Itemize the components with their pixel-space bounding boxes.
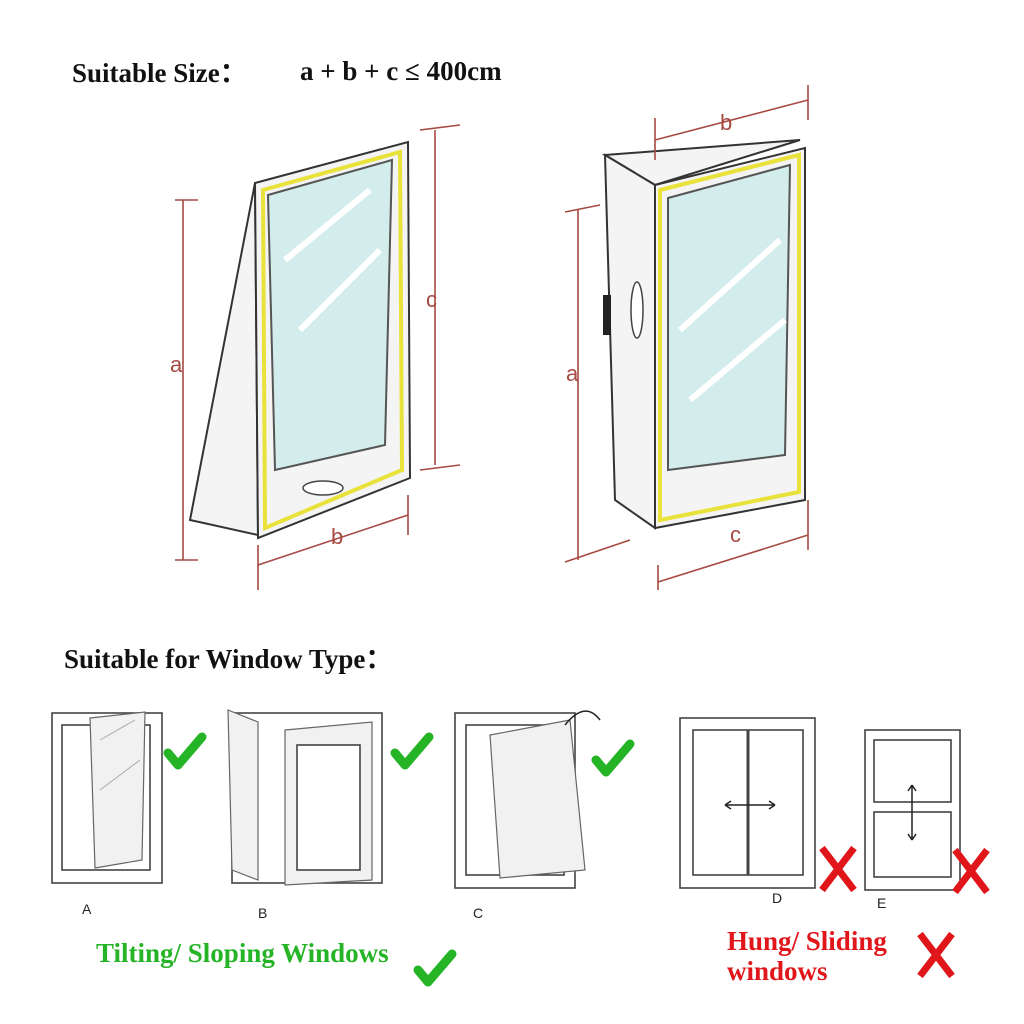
- dimension-b-label: b: [720, 110, 732, 135]
- window-label-e: E: [877, 895, 886, 911]
- unsuitable-caption-line1: Hung/ Sliding: [727, 926, 887, 956]
- window-type-a: A: [51, 711, 202, 917]
- dimension-c-label: c: [730, 522, 741, 547]
- unsuitable-caption-line2: windows: [727, 956, 828, 986]
- size-formula: a + b + c ≤ 400cm: [300, 56, 502, 86]
- window-type-d: D: [679, 717, 854, 906]
- window-label-b: B: [258, 905, 267, 921]
- dimension-a-label: a: [170, 352, 183, 377]
- type-heading: Suitable for Window Type：: [64, 644, 392, 674]
- glass-pane: [667, 163, 792, 472]
- side-panel: [603, 153, 656, 530]
- check-icon: [168, 737, 202, 765]
- dimension-b-label: b: [331, 524, 343, 549]
- cross-icon: [822, 848, 854, 890]
- cross-icon: [920, 934, 952, 976]
- check-icon: [395, 737, 429, 765]
- window-type-b: B: [227, 709, 429, 921]
- side-panel: [188, 182, 260, 537]
- glass-pane: [266, 158, 394, 472]
- side-hung-window-diagram: b a c: [564, 85, 809, 590]
- window-type-e: E: [864, 729, 987, 911]
- dimension-a-label: a: [566, 361, 579, 386]
- window-type-c: C: [454, 710, 630, 921]
- check-icon: [596, 744, 630, 772]
- top-hung-window-diagram: a b c: [170, 124, 461, 590]
- window-label-d: D: [772, 890, 782, 906]
- check-icon: [418, 954, 452, 982]
- window-label-a: A: [82, 901, 92, 917]
- suitable-caption: Tilting/ Sloping Windows: [96, 938, 389, 968]
- size-heading: Suitable Size：: [72, 58, 247, 88]
- window-label-c: C: [473, 905, 483, 921]
- dimension-c-label: c: [426, 287, 437, 312]
